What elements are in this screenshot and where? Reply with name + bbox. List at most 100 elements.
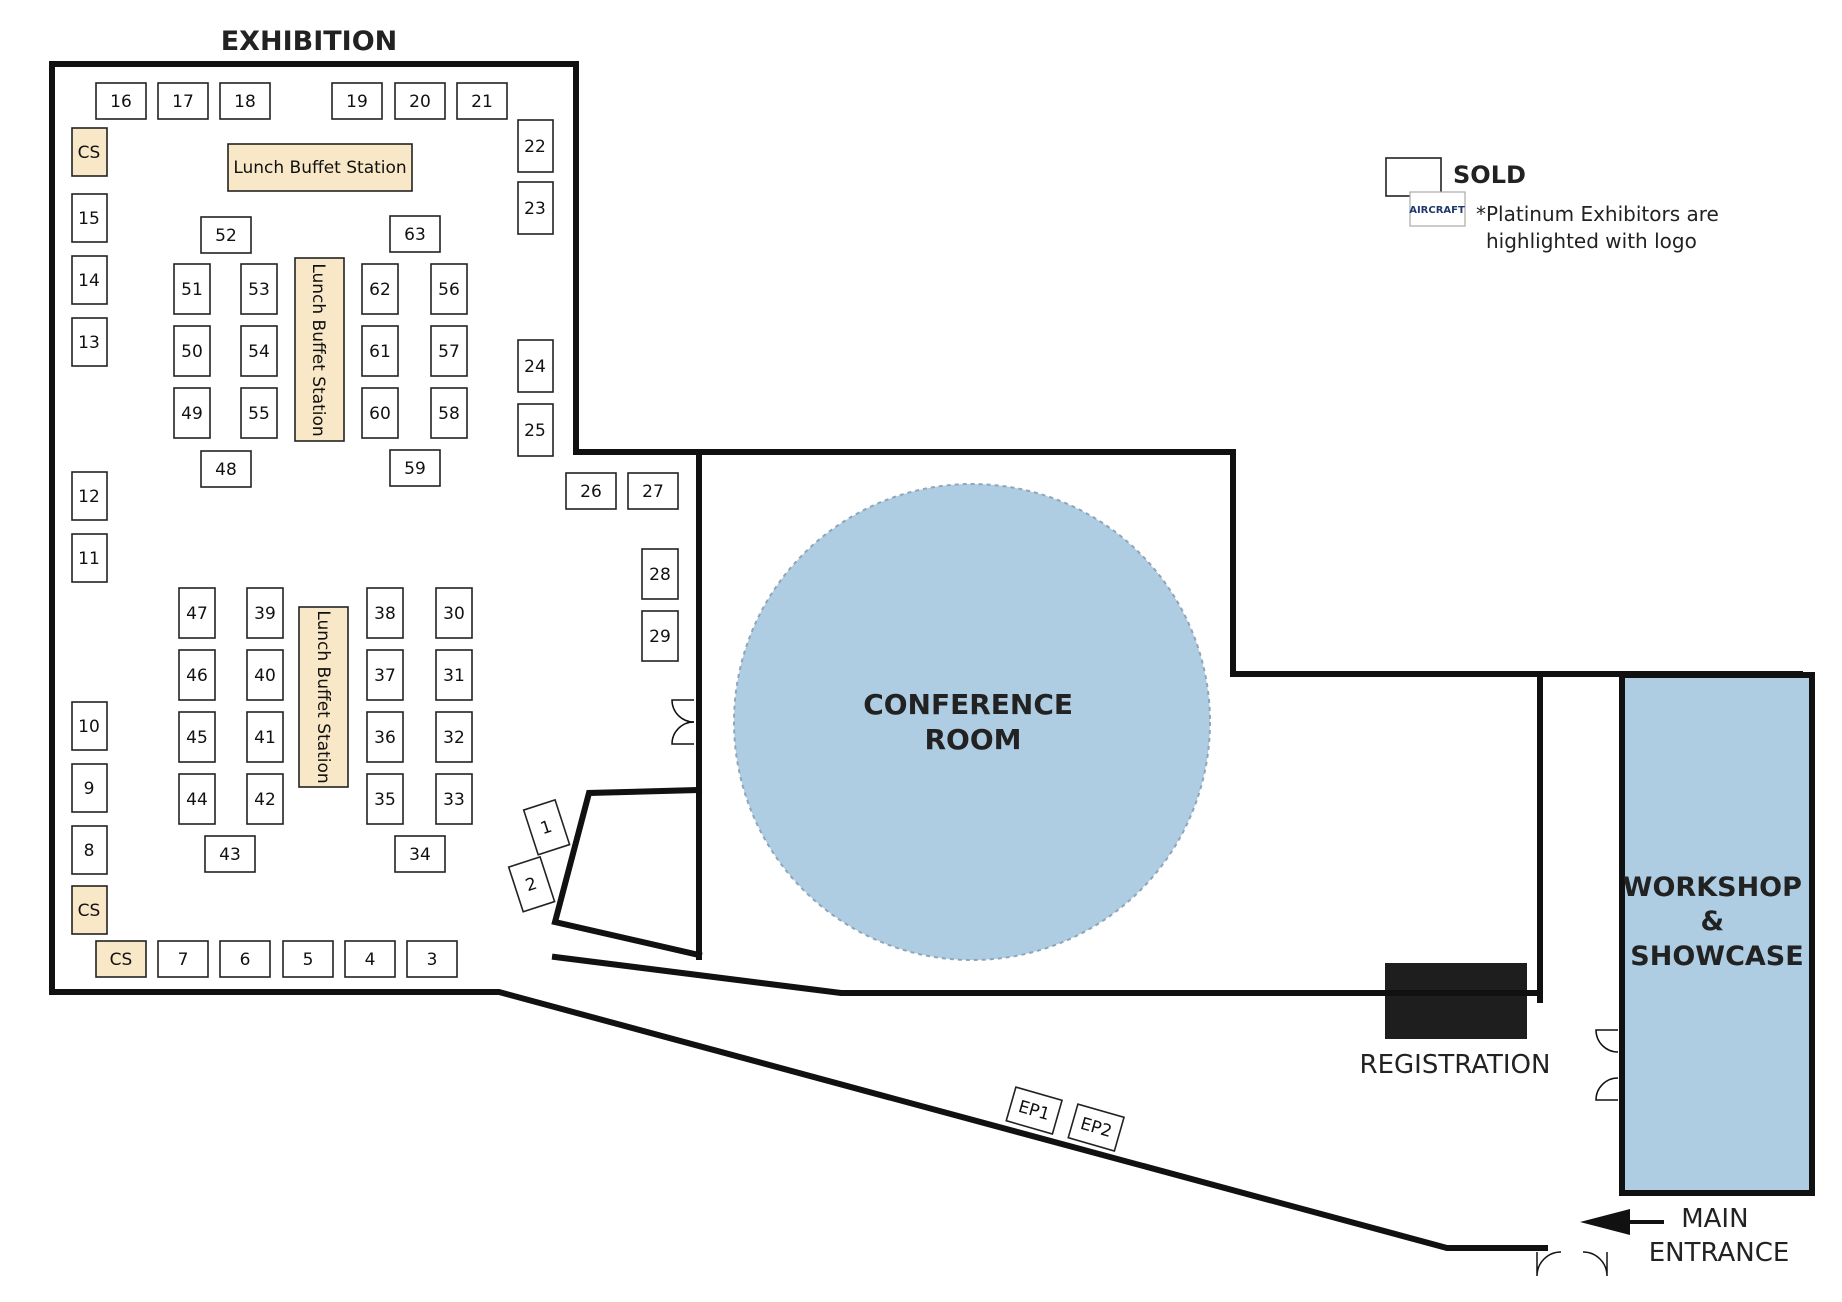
booth[interactable]: 60: [361, 387, 399, 439]
svg-text:53: 53: [248, 280, 270, 300]
booth[interactable]: 25: [517, 403, 554, 457]
svg-text:15: 15: [78, 209, 100, 229]
booth[interactable]: 57: [430, 325, 468, 377]
booth[interactable]: 51: [173, 263, 211, 315]
booth[interactable]: 59: [389, 449, 441, 487]
svg-text:22: 22: [524, 137, 546, 157]
svg-text:57: 57: [438, 342, 460, 362]
booth[interactable]: 35: [366, 773, 404, 825]
booth[interactable]: 58: [430, 387, 468, 439]
booth[interactable]: 9: [71, 763, 108, 813]
booth[interactable]: 21: [456, 82, 508, 120]
booth[interactable]: 2: [507, 855, 556, 913]
svg-text:46: 46: [186, 666, 208, 686]
anteroom-walls: [551, 786, 703, 959]
booth[interactable]: 41: [246, 711, 284, 763]
booth[interactable]: EP1: [1005, 1086, 1064, 1135]
booth[interactable]: 53: [240, 263, 278, 315]
lunch-buffet-station[interactable]: Lunch Buffet Station: [294, 257, 345, 442]
booth[interactable]: 34: [394, 835, 446, 873]
booth[interactable]: 61: [361, 325, 399, 377]
booth[interactable]: 13: [71, 317, 108, 367]
svg-text:41: 41: [254, 728, 276, 748]
booth[interactable]: 18: [219, 82, 271, 120]
booth[interactable]: 23: [517, 181, 554, 235]
booth[interactable]: 19: [331, 82, 383, 120]
booth[interactable]: 3: [406, 940, 458, 978]
booth[interactable]: EP2: [1067, 1103, 1126, 1152]
registration-desk[interactable]: [1385, 963, 1527, 1039]
booth[interactable]: 45: [178, 711, 216, 763]
booth[interactable]: 29: [641, 610, 679, 662]
booth[interactable]: CS: [95, 940, 147, 978]
lunch-buffet-station[interactable]: Lunch Buffet Station: [227, 143, 413, 192]
booth[interactable]: 48: [200, 450, 252, 488]
booth[interactable]: 44: [178, 773, 216, 825]
booth[interactable]: 22: [517, 119, 554, 173]
booth[interactable]: CS: [71, 127, 108, 177]
booth[interactable]: 52: [200, 216, 252, 254]
booth[interactable]: 14: [71, 255, 108, 305]
booth[interactable]: 4: [344, 940, 396, 978]
booth[interactable]: 54: [240, 325, 278, 377]
booth[interactable]: 8: [71, 825, 108, 875]
booth[interactable]: 47: [178, 587, 216, 639]
booth[interactable]: 28: [641, 548, 679, 600]
door-icon: [1595, 1029, 1619, 1101]
booth[interactable]: 1: [522, 798, 571, 856]
booth[interactable]: 37: [366, 649, 404, 701]
svg-text:44: 44: [186, 790, 208, 810]
booth[interactable]: 63: [389, 215, 441, 253]
svg-text:28: 28: [649, 565, 671, 585]
booth[interactable]: 36: [366, 711, 404, 763]
svg-text:39: 39: [254, 604, 276, 624]
booth[interactable]: 5: [282, 940, 334, 978]
svg-text:34: 34: [409, 845, 431, 865]
svg-text:CS: CS: [110, 950, 133, 970]
booth[interactable]: 16: [95, 82, 147, 120]
booth[interactable]: 20: [394, 82, 446, 120]
workshop-showcase-label[interactable]: WORKSHOP & SHOWCASE: [1623, 872, 1812, 972]
booth[interactable]: 26: [565, 472, 617, 510]
booth[interactable]: 39: [246, 587, 284, 639]
svg-text:31: 31: [443, 666, 465, 686]
booth[interactable]: 43: [204, 835, 256, 873]
booth[interactable]: 50: [173, 325, 211, 377]
exhibition-title: EXHIBITION: [221, 26, 398, 57]
booth[interactable]: 31: [435, 649, 473, 701]
workshop-showcase-area[interactable]: [1619, 672, 1815, 1196]
booth[interactable]: 17: [157, 82, 209, 120]
door-icon: [1536, 1251, 1608, 1277]
booth[interactable]: 12: [71, 471, 108, 521]
registration-label: REGISTRATION: [1360, 1050, 1551, 1080]
svg-text:5: 5: [303, 950, 314, 970]
booth[interactable]: 7: [157, 940, 209, 978]
conference-room-area[interactable]: [733, 483, 1211, 961]
booth[interactable]: 15: [71, 193, 108, 243]
booth[interactable]: 46: [178, 649, 216, 701]
booth[interactable]: 24: [517, 339, 554, 393]
booth[interactable]: 33: [435, 773, 473, 825]
booth[interactable]: 62: [361, 263, 399, 315]
booth[interactable]: 55: [240, 387, 278, 439]
booth[interactable]: 11: [71, 533, 108, 583]
booth[interactable]: CS: [71, 885, 108, 935]
svg-text:59: 59: [404, 459, 426, 479]
booth[interactable]: 32: [435, 711, 473, 763]
booth[interactable]: 10: [71, 701, 108, 751]
booth[interactable]: 30: [435, 587, 473, 639]
svg-text:61: 61: [369, 342, 391, 362]
lunch-buffet-station[interactable]: Lunch Buffet Station: [298, 606, 349, 788]
booth[interactable]: 40: [246, 649, 284, 701]
booth[interactable]: 27: [627, 472, 679, 510]
booth[interactable]: 56: [430, 263, 468, 315]
booth[interactable]: 6: [219, 940, 271, 978]
svg-text:48: 48: [215, 460, 237, 480]
svg-text:12: 12: [78, 487, 100, 507]
booth[interactable]: 38: [366, 587, 404, 639]
booth[interactable]: 49: [173, 387, 211, 439]
svg-text:54: 54: [248, 342, 270, 362]
booth[interactable]: 42: [246, 773, 284, 825]
conference-room-label[interactable]: CONFERENCE ROOM: [863, 688, 1083, 756]
